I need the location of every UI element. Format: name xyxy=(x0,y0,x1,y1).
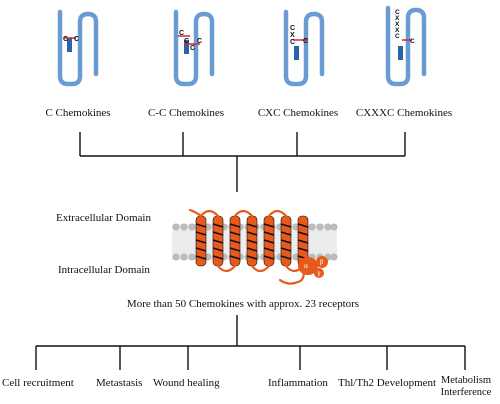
cc-chemokine-bar xyxy=(184,40,189,54)
c-chemokines-label: C Chemokines xyxy=(45,107,111,119)
bottom-bracket xyxy=(35,315,466,370)
svg-text:α β γ: α β γ xyxy=(304,259,325,277)
function-metastasis: Metastasis xyxy=(96,377,143,389)
function-cell-recruitment: Cell recruitment xyxy=(2,377,74,389)
cc-chemokines-label: C-C Chemokines xyxy=(147,107,225,119)
cxc-chemokine-bar xyxy=(294,46,299,60)
cxc-chemokines-label: CXC Chemokines xyxy=(257,107,339,119)
function-metabolism-interference: Metabolism Interference xyxy=(440,375,492,398)
cxxxc-chemokines-label: CXXXC Chemokines xyxy=(355,107,453,119)
summary-label: More than 50 Chemokines with approx. 23 … xyxy=(126,298,360,310)
cxxxc-chemokine-icon xyxy=(385,5,427,87)
receptor-helices xyxy=(188,208,309,285)
function-wound-healing: Wound healing xyxy=(153,377,220,389)
cc-chemokine-icon xyxy=(173,9,215,87)
g-gamma-label: γ xyxy=(317,270,321,277)
c-chemokine-icon xyxy=(57,9,99,87)
cc-chemokine-motif: CCCC xyxy=(179,30,202,52)
c-chemokine-bar xyxy=(67,38,72,52)
g-protein-icon: α β γ xyxy=(298,256,328,278)
cxxxc-chemokine-bar xyxy=(398,46,403,60)
cxc-chemokine-icon xyxy=(283,9,325,87)
top-bracket xyxy=(79,132,406,192)
function-th1-th2-development: Thl/Th2 Development xyxy=(338,377,437,389)
g-beta-label: β xyxy=(320,259,324,266)
function-inflammation: Inflammation xyxy=(268,377,328,389)
g-alpha-label: α xyxy=(304,263,308,270)
extracellular-domain-label: Extracellular Domain xyxy=(56,212,151,224)
intracellular-domain-label: Intracellular Domain xyxy=(58,264,150,276)
